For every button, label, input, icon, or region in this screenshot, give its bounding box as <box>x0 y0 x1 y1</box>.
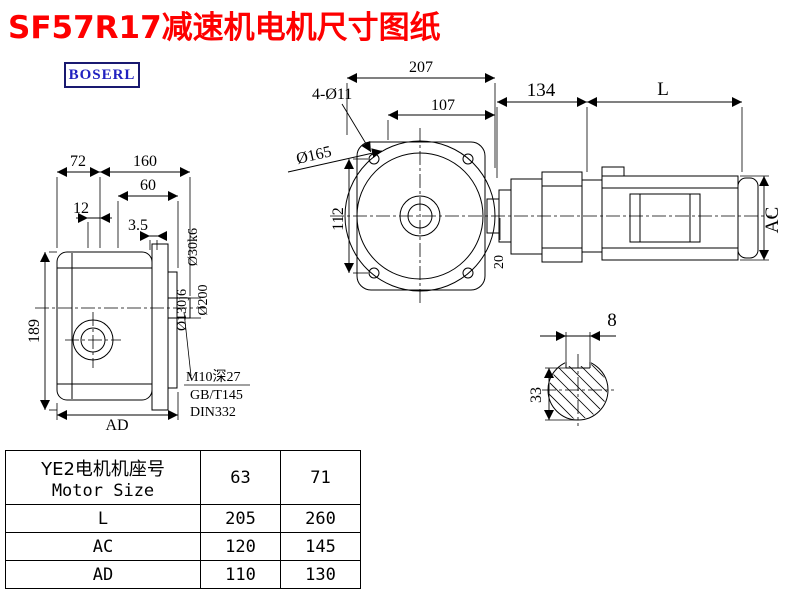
dim-spigot-dia: Ø130j6 <box>175 289 190 331</box>
dim-134: 134 <box>527 80 556 101</box>
row-label-AD: AD <box>5 560 201 589</box>
table-row-AC: AC 120 145 <box>5 532 361 561</box>
value-AD-71: 130 <box>280 560 361 589</box>
value-L-71: 260 <box>280 504 361 533</box>
dim-107: 107 <box>431 97 455 114</box>
motor-size-table: YE2电机机座号 Motor Size 63 71 L 205 260 AC 1… <box>5 450 361 589</box>
front-view-geometry <box>35 243 205 411</box>
row-label-AC: AC <box>5 532 201 561</box>
front-view-dimensions <box>40 167 250 420</box>
dim-20: 20 <box>492 255 507 269</box>
dim-bolt-holes: 4-Ø11 <box>312 86 352 103</box>
dim-189: 189 <box>26 319 43 343</box>
table-header-motor-size: YE2电机机座号 Motor Size <box>5 450 201 505</box>
note-tapped-hole: M10深27 <box>186 369 240 385</box>
shaft-section-labels: 8 33 <box>528 310 617 403</box>
value-AC-71: 145 <box>280 532 361 561</box>
note-din-standard: DIN332 <box>190 405 236 420</box>
dim-160: 160 <box>133 153 157 170</box>
table-frame-71: 71 <box>280 450 361 505</box>
boserl-logo: BOSERL <box>64 62 140 88</box>
row-label-L: L <box>5 504 201 533</box>
dim-72: 72 <box>70 153 86 170</box>
dim-L: L <box>657 79 669 100</box>
page-title: SF57R17减速机电机尺寸图纸 <box>8 10 441 46</box>
table-row-L: L 205 260 <box>5 504 361 533</box>
note-gb-standard: GB/T145 <box>190 388 243 403</box>
dim-flange-circle-dia: Ø165 <box>295 143 333 168</box>
dim-AD: AD <box>105 417 128 434</box>
front-view-labels: 72 160 60 12 3.5 189 AD Ø30k6 Ø130j6 Ø20… <box>26 153 243 434</box>
table-frame-63: 63 <box>200 450 281 505</box>
table-row-AD: AD 110 130 <box>5 560 361 589</box>
dim-AC: AC <box>762 207 783 233</box>
side-view-dimensions <box>287 73 769 274</box>
dim-shaft-dia: Ø30k6 <box>186 228 201 266</box>
value-L-63: 205 <box>200 504 281 533</box>
table-header-row: YE2电机机座号 Motor Size 63 71 <box>5 450 361 505</box>
dim-12: 12 <box>73 200 89 217</box>
table-header-en: Motor Size <box>51 480 155 501</box>
dim-key-width: 8 <box>607 310 617 331</box>
dim-3-5: 3.5 <box>128 217 148 234</box>
dim-112: 112 <box>330 207 347 230</box>
dim-207: 207 <box>409 59 433 76</box>
value-AC-63: 120 <box>200 532 281 561</box>
shaft-section-dimensions <box>540 331 616 421</box>
dim-33: 33 <box>528 387 545 403</box>
boserl-logo-text: BOSERL <box>68 66 136 83</box>
dim-60: 60 <box>140 177 156 194</box>
value-AD-63: 110 <box>200 560 281 589</box>
side-view-geometry <box>330 128 772 304</box>
dim-flange-dia: Ø200 <box>196 284 211 315</box>
table-header-cn: YE2电机机座号 <box>41 458 165 480</box>
side-view-labels: 207 4-Ø11 107 134 L Ø165 112 20 AC <box>295 59 783 269</box>
